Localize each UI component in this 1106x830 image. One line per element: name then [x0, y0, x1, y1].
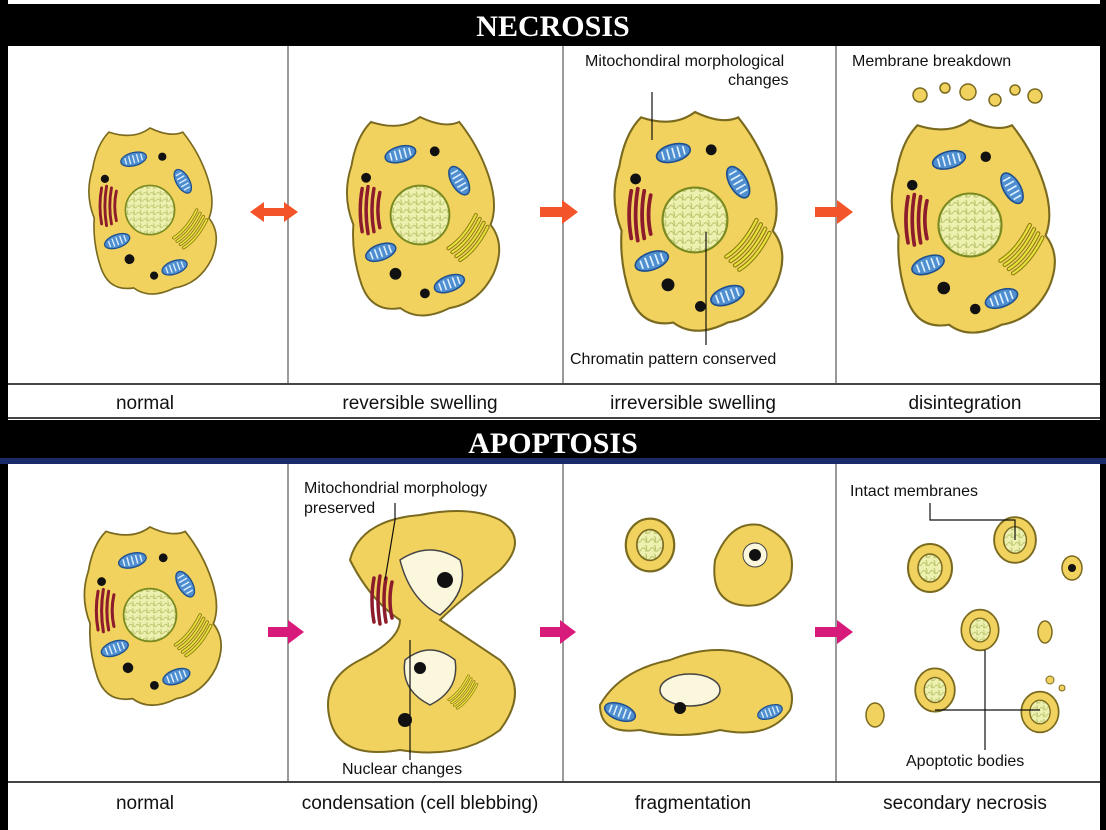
- label-mito-changes-line1: Mitochondiral morphological: [585, 52, 784, 71]
- necrosis-arrow-1: [250, 202, 298, 222]
- apoptosis-condensation-cell: [328, 511, 515, 753]
- label-membrane-breakdown: Membrane breakdown: [852, 52, 1011, 71]
- necrosis-normal-cell: [89, 128, 216, 294]
- membrane-fragments: [913, 83, 1042, 106]
- apoptosis-arrow-1: [268, 620, 304, 644]
- apoptosis-caption-fragmentation: fragmentation: [558, 793, 828, 815]
- necrosis-reversible-cell: [347, 117, 499, 315]
- necrosis-disintegration-cell: [892, 120, 1055, 333]
- apoptosis-caption-secondary-necrosis: secondary necrosis: [830, 793, 1100, 815]
- label-apoptotic-bodies: Apoptotic bodies: [906, 752, 1024, 771]
- necrosis-caption-reversible: reversible swelling: [285, 393, 555, 415]
- label-mito-preserved-line2: preserved: [304, 499, 375, 518]
- necrosis-caption-disintegration: disintegration: [830, 393, 1100, 415]
- apoptosis-fragmentation-cells: [600, 519, 792, 735]
- necrosis-arrow-3: [815, 200, 853, 224]
- apoptosis-normal-cell: [84, 527, 221, 705]
- label-chromatin-conserved: Chromatin pattern conserved: [570, 350, 776, 369]
- necrosis-caption-irreversible: irreversible swelling: [558, 393, 828, 415]
- necrosis-irreversible-cell: [614, 112, 782, 331]
- apoptosis-secondary-necrosis-bodies: [866, 517, 1082, 732]
- label-mito-changes-line2: changes: [728, 71, 789, 90]
- label-nuclear-changes: Nuclear changes: [342, 760, 462, 779]
- label-intact-membranes: Intact membranes: [850, 482, 978, 501]
- apoptosis-arrow-3: [815, 620, 853, 644]
- necrosis-caption-normal: normal: [10, 393, 280, 415]
- apoptosis-caption-condensation: condensation (cell blebbing): [285, 793, 555, 815]
- apoptosis-arrow-2: [540, 620, 576, 644]
- apoptosis-caption-normal: normal: [10, 793, 280, 815]
- necrosis-arrow-2: [540, 200, 578, 224]
- label-mito-preserved-line1: Mitochondrial morphology: [304, 479, 487, 498]
